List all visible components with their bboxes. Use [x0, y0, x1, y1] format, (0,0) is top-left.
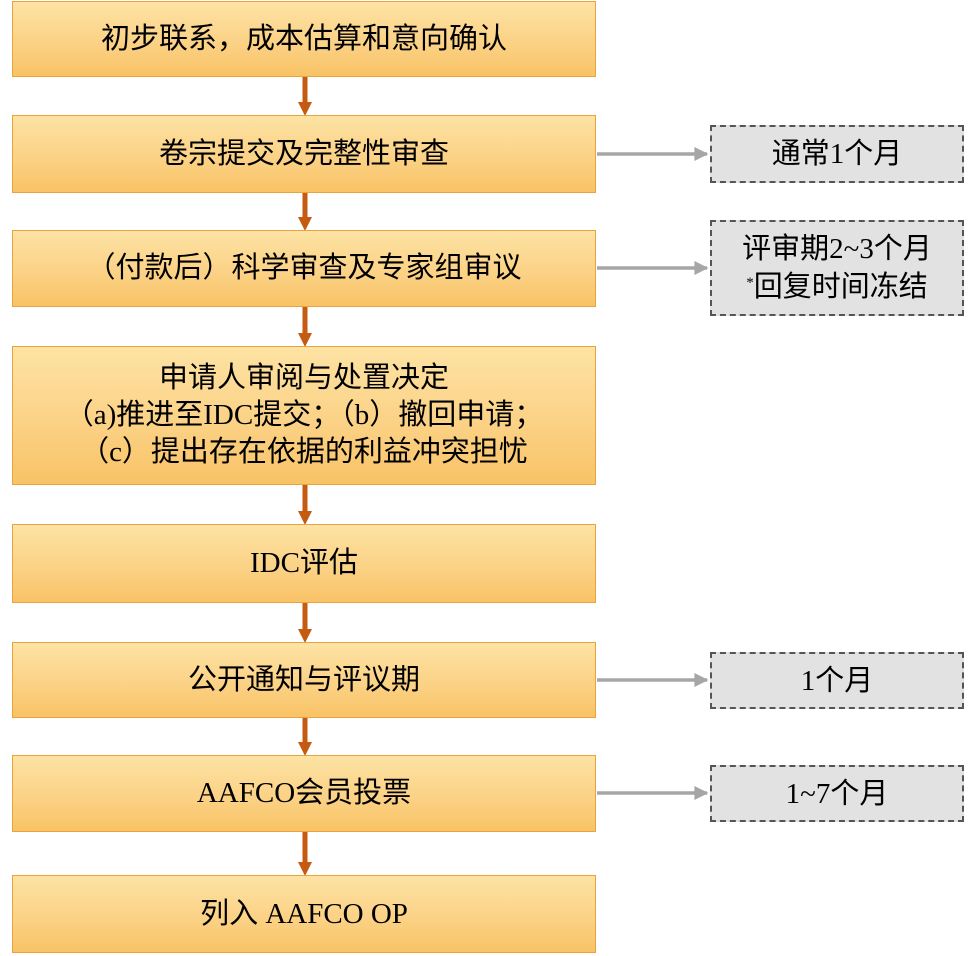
step-idc-evaluation: IDC评估 — [12, 524, 596, 603]
step-initial-contact: 初步联系，成本估算和意向确认 — [12, 1, 596, 77]
duration-note-dossier: 通常1个月 — [710, 125, 964, 183]
step-label: （付款后）科学审查及专家组审议 — [86, 252, 522, 284]
duration-subtext: *回复时间冻结 — [746, 268, 928, 306]
step-label: AAFCO会员投票 — [196, 777, 412, 809]
footnote-mark: * — [746, 275, 754, 291]
duration-text: 通常1个月 — [771, 138, 903, 170]
step-public-notice: 公开通知与评议期 — [12, 642, 596, 718]
step-label: 卷宗提交及完整性审查 — [158, 137, 449, 170]
duration-note-vote: 1~7个月 — [710, 765, 964, 822]
step-label: IDC评估 — [250, 547, 358, 579]
duration-subtext-label: 回复时间冻结 — [753, 271, 928, 303]
step-label-line-1: 申请人审阅与处置决定 — [158, 362, 449, 394]
step-dossier-submission: 卷宗提交及完整性审查 — [12, 115, 596, 193]
step-applicant-decision: 申请人审阅与处置决定 （a)推进至IDC提交；（b）撤回申请； （c）提出存在依… — [12, 346, 596, 485]
step-listing: 列入 AAFCO OP — [12, 875, 596, 953]
duration-text: 1~7个月 — [785, 777, 889, 810]
step-member-vote: AAFCO会员投票 — [12, 755, 596, 832]
step-label-line-2: （a)推进至IDC提交；（b）撤回申请； — [64, 399, 544, 431]
step-scientific-review: （付款后）科学审查及专家组审议 — [12, 230, 596, 307]
duration-note-review: 评审期2~3个月 *回复时间冻结 — [710, 220, 964, 316]
step-label-line-3: （c）提出存在依据的利益冲突担忧 — [80, 436, 528, 468]
duration-note-public-notice: 1个月 — [710, 652, 964, 709]
duration-text: 评审期2~3个月 — [742, 233, 932, 265]
step-label: 列入 AAFCO OP — [200, 897, 408, 930]
step-label: 公开通知与评议期 — [187, 663, 420, 696]
step-label: 初步联系，成本估算和意向确认 — [100, 22, 507, 55]
duration-text: 1个月 — [800, 664, 874, 697]
